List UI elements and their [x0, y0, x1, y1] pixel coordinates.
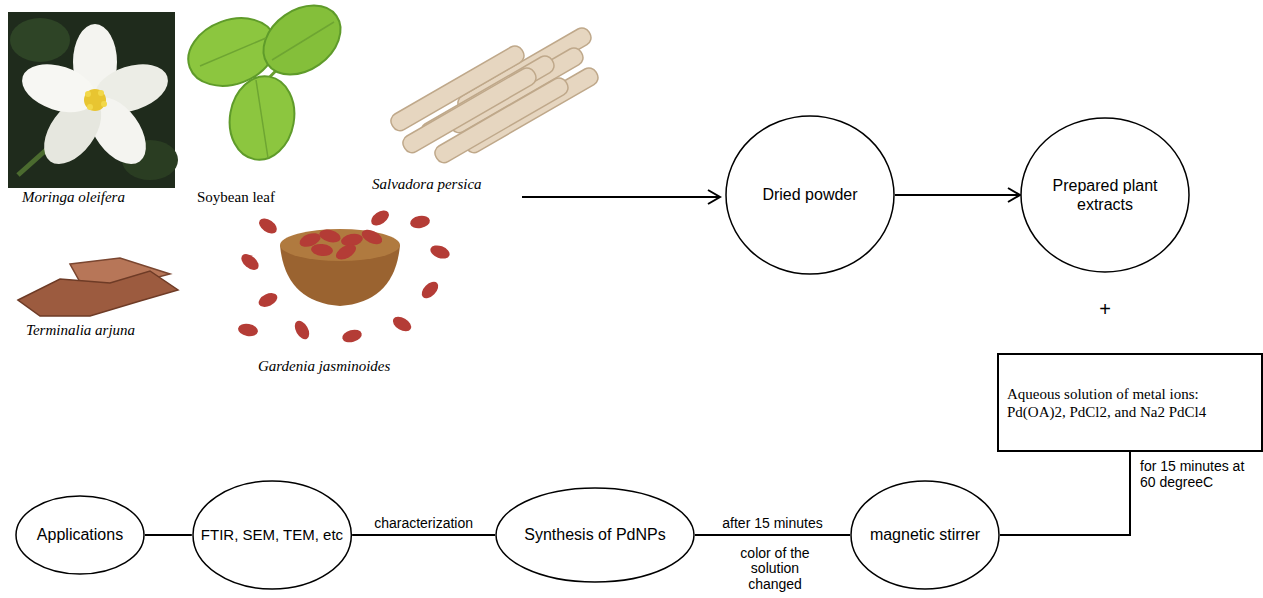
plant-caption: Moringa oleifera: [22, 189, 125, 206]
process-ellipse: Applications: [15, 495, 145, 575]
ellipse-outline: [851, 481, 999, 589]
connector: [895, 194, 1020, 196]
node-text: Dried powder: [762, 185, 857, 204]
ellipse-outline: [726, 116, 894, 274]
flow-arrow: [522, 196, 720, 198]
moringa-flower-photo: [87, 104, 93, 110]
edge-label: characterization: [374, 515, 473, 531]
moringa-flower-photo: [84, 89, 106, 111]
reagent-box: Aqueous solution of metal ions: Pd(OA)2,…: [997, 353, 1263, 452]
gardenia-fruit-photo: [256, 290, 279, 309]
connector: [695, 534, 850, 536]
plant-caption: Soybean leaf: [197, 189, 275, 206]
process-ellipse: FTIR, SEM, TEM, etc: [192, 480, 352, 590]
arjuna-bark-photo: [18, 258, 178, 316]
gardenia-fruit-photo: [359, 227, 384, 247]
plus-sign: +: [1099, 298, 1111, 321]
edge-label: after 15 minutes: [722, 515, 822, 531]
ellipse-outline: [496, 488, 694, 582]
gardenia-fruit-photo: [237, 207, 451, 344]
process-ellipse: Prepared plant extracts: [1020, 117, 1190, 273]
ellipse-outline: [1021, 118, 1189, 272]
moringa-flower-photo: [8, 12, 178, 188]
miswak-sticks-photo: [388, 25, 601, 166]
gardenia-fruit-photo: [419, 279, 442, 302]
connector: [1000, 452, 1130, 535]
gardenia-fruit-photo: [318, 227, 342, 244]
moringa-flower-photo: [10, 18, 70, 62]
gardenia-fruit-photo: [368, 207, 391, 228]
process-ellipse: Dried powder: [725, 115, 895, 275]
gardenia-fruit-photo: [311, 243, 334, 257]
gardenia-fruit-photo: [429, 243, 452, 261]
node-text: magnetic stirrer: [870, 525, 980, 544]
node-text: Applications: [37, 525, 123, 544]
moringa-flower-photo: [16, 56, 102, 121]
connector: [352, 534, 495, 536]
gardenia-fruit-photo: [256, 215, 279, 236]
plant-caption: Gardenia jasminoides: [258, 358, 390, 375]
moringa-flower-photo: [98, 90, 104, 96]
node-text: Synthesis of PdNPs: [524, 525, 665, 544]
gardenia-fruit-photo: [292, 318, 312, 341]
ellipse-outline: [193, 481, 351, 589]
gardenia-fruit-photo: [238, 251, 261, 273]
moringa-flower-photo: [101, 101, 107, 107]
gardenia-fruit-photo: [237, 207, 451, 344]
edge-label: for 15 minutes at 60 degreeC: [1140, 458, 1245, 490]
step-note: color of the solution changed: [730, 546, 820, 592]
soybean-leaf-photo: [200, 22, 334, 158]
arjuna-bark-photo: [18, 271, 178, 316]
soybean-leaf-photo: [179, 0, 354, 165]
plant-caption: Terminalia arjuna: [26, 322, 135, 339]
process-ellipse: Synthesis of PdNPs: [495, 487, 695, 583]
node-text: Prepared plant extracts: [1045, 176, 1165, 214]
plant-caption: Salvadora persica: [372, 176, 482, 193]
gardenia-fruit-photo: [237, 322, 259, 337]
gardenia-fruit-photo: [390, 314, 413, 334]
node-text: FTIR, SEM, TEM, etc: [201, 526, 343, 544]
gardenia-fruit-photo: [333, 241, 358, 262]
ellipse-outline: [16, 496, 144, 574]
moringa-flower-photo: [85, 91, 91, 97]
gardenia-fruit-photo: [409, 214, 431, 229]
connector: [145, 534, 192, 536]
process-ellipse: magnetic stirrer: [850, 480, 1000, 590]
node-text: Aqueous solution of metal ions: Pd(OA)2,…: [1007, 385, 1253, 421]
ellipse-outline: [1020, 117, 1190, 273]
gardenia-fruit-photo: [341, 328, 363, 345]
miswak-sticks-photo: [432, 75, 571, 166]
